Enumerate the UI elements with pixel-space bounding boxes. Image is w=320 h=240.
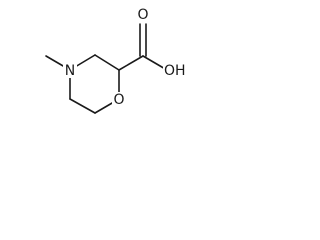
- bond-c2-carboxyl-carbon: [118, 55, 144, 71]
- bond-c3-c2: [94, 54, 120, 71]
- ring-oxygen-label-bg: [112, 92, 126, 107]
- bond-c6-c5: [69, 98, 96, 114]
- nitrogen-atom-label: N: [65, 63, 75, 79]
- nitrogen-label-bg: [63, 63, 77, 78]
- chemical-structure: N O O OH: [45, 6, 189, 114]
- ring-oxygen-atom-label: O: [113, 92, 124, 108]
- carbonyl-oxygen-label-bg: [136, 6, 150, 22]
- hydroxyl-group-label: OH: [164, 63, 186, 79]
- carbonyl-oxygen-atom-label: O: [137, 7, 148, 23]
- hydroxyl-label-bg: [163, 63, 189, 78]
